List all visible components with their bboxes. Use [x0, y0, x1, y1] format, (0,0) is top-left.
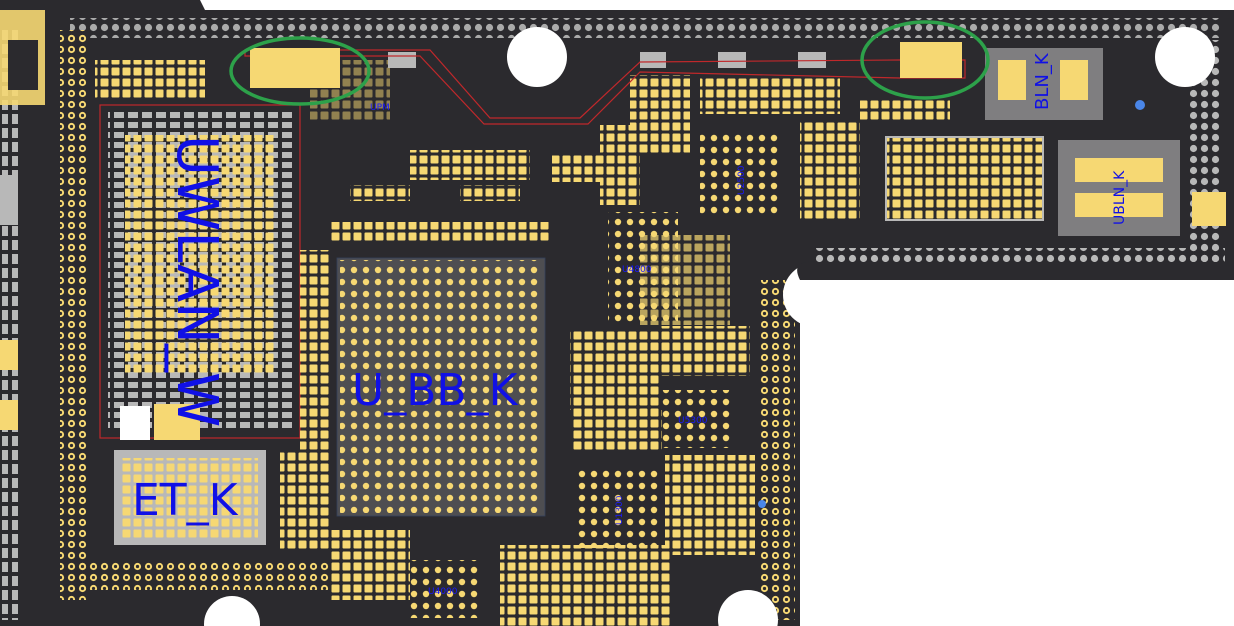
- mount-hole-5: [204, 596, 260, 626]
- mount-hole-1: [507, 27, 567, 87]
- highlighted-trace: [244, 49, 966, 125]
- edge-vias-left: [60, 30, 88, 600]
- bga-u1300: [578, 468, 658, 548]
- bga-u4000: [410, 560, 480, 618]
- small-label-2: U1300: [615, 495, 625, 525]
- small-label-0: U2500: [737, 165, 747, 195]
- label-ubln: UBLN_K: [1112, 170, 1128, 225]
- chip-ubln: [1058, 140, 1180, 236]
- marker-circle-right: [860, 20, 990, 100]
- edge-vias-left-inner: [0, 30, 20, 620]
- bga-u2500: [700, 133, 780, 215]
- label-et: ET_K: [132, 475, 239, 526]
- small-label-1: U4800: [622, 265, 652, 275]
- edge-vias-bottom: [80, 560, 340, 590]
- label-bln: BLN_K: [1032, 52, 1053, 110]
- marker-circle-left: [229, 36, 371, 106]
- label-bb: U_BB_K: [352, 365, 519, 416]
- small-label-4: U4000: [428, 587, 458, 597]
- bga-u5300: [662, 390, 732, 448]
- label-uwlan: UWLAN_W: [164, 135, 229, 427]
- small-label-5: UPM: [370, 103, 390, 113]
- edge-vias-top: [70, 18, 1220, 38]
- small-label-3: U5300: [678, 416, 708, 426]
- mount-hole-4: [718, 590, 778, 626]
- edge-vias-rightcol: [760, 280, 795, 620]
- chip-ubbls: [885, 136, 1044, 221]
- mount-hole-2: [1155, 27, 1215, 87]
